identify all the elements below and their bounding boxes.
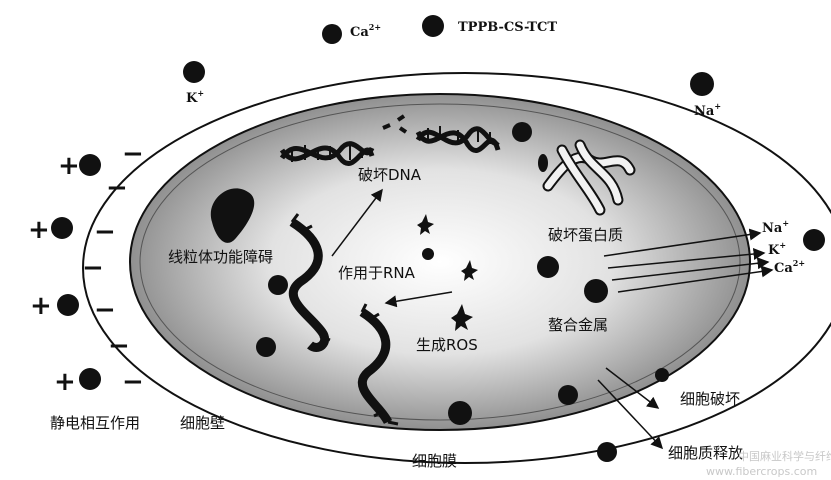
ros-label: 生成ROS	[416, 336, 478, 354]
svg-text:+: +	[58, 151, 80, 181]
cell-membrane-label: 细胞膜	[412, 452, 457, 470]
ca-legend-label: Ca2+	[350, 22, 381, 40]
svg-text:−: −	[108, 331, 130, 361]
act-rna-label: 作用于RNA	[338, 264, 416, 282]
svg-text:+: +	[30, 291, 52, 321]
svg-text:−: −	[82, 253, 104, 283]
efflux-particle	[803, 229, 825, 251]
cytoplasm	[139, 103, 741, 421]
chelate-label: 螯合金属	[548, 316, 608, 334]
svg-text:+: +	[28, 215, 50, 245]
cell-rupture-label: 细胞破坏	[680, 390, 740, 408]
mitochondrion-icon	[210, 188, 255, 243]
surface-charges: + − − + − − + − − + −	[28, 139, 144, 397]
destroy-dna-label: 破坏DNA	[358, 166, 422, 184]
rna-strand-left	[288, 213, 331, 352]
ros-star-icons	[417, 214, 478, 331]
rna-strand-right	[357, 303, 399, 426]
efflux-k-label: K+	[768, 240, 786, 258]
k-ion-label: K+	[186, 88, 204, 106]
svg-text:−: −	[122, 139, 144, 169]
cell-wall-label: 细胞壁	[180, 414, 225, 432]
mito-label: 线粒体功能障碍	[168, 248, 273, 266]
protein-icon	[542, 139, 636, 216]
agent-legend-dot	[422, 15, 444, 37]
dna-fragments	[382, 114, 408, 134]
destroy-protein-label: 破坏蛋白质	[548, 226, 623, 244]
agent-legend-label: TPPB-CS-TCT	[458, 20, 557, 35]
efflux-na-label: Na+	[762, 218, 789, 236]
ca-ion-legend-dot	[322, 24, 342, 44]
cytoplasm-release-label: 细胞质释放	[668, 444, 743, 462]
na-ion-dot	[690, 72, 714, 96]
inner-particles	[256, 122, 608, 425]
process-arrows	[331, 188, 664, 450]
ion-efflux-arrows	[603, 228, 774, 293]
dna-helix-left	[279, 141, 375, 166]
svg-text:−: −	[94, 295, 116, 325]
watermark-cn: 中国麻业科学与纤维网	[738, 449, 831, 463]
static-interaction-label: 静电相互作用	[50, 414, 140, 432]
watermark: www.fibercrops.com	[706, 465, 817, 478]
na-ion-label: Na+	[694, 101, 721, 119]
particle	[422, 248, 434, 260]
outside-particles	[51, 154, 669, 462]
svg-text:−: −	[106, 173, 128, 203]
k-ion-dot	[183, 61, 205, 83]
svg-text:+: +	[54, 367, 76, 397]
dna-helix-right	[415, 126, 501, 153]
cell-membrane	[129, 93, 751, 431]
svg-text:−: −	[94, 217, 116, 247]
svg-text:−: −	[122, 367, 144, 397]
efflux-ca-label: Ca2+	[774, 258, 805, 276]
